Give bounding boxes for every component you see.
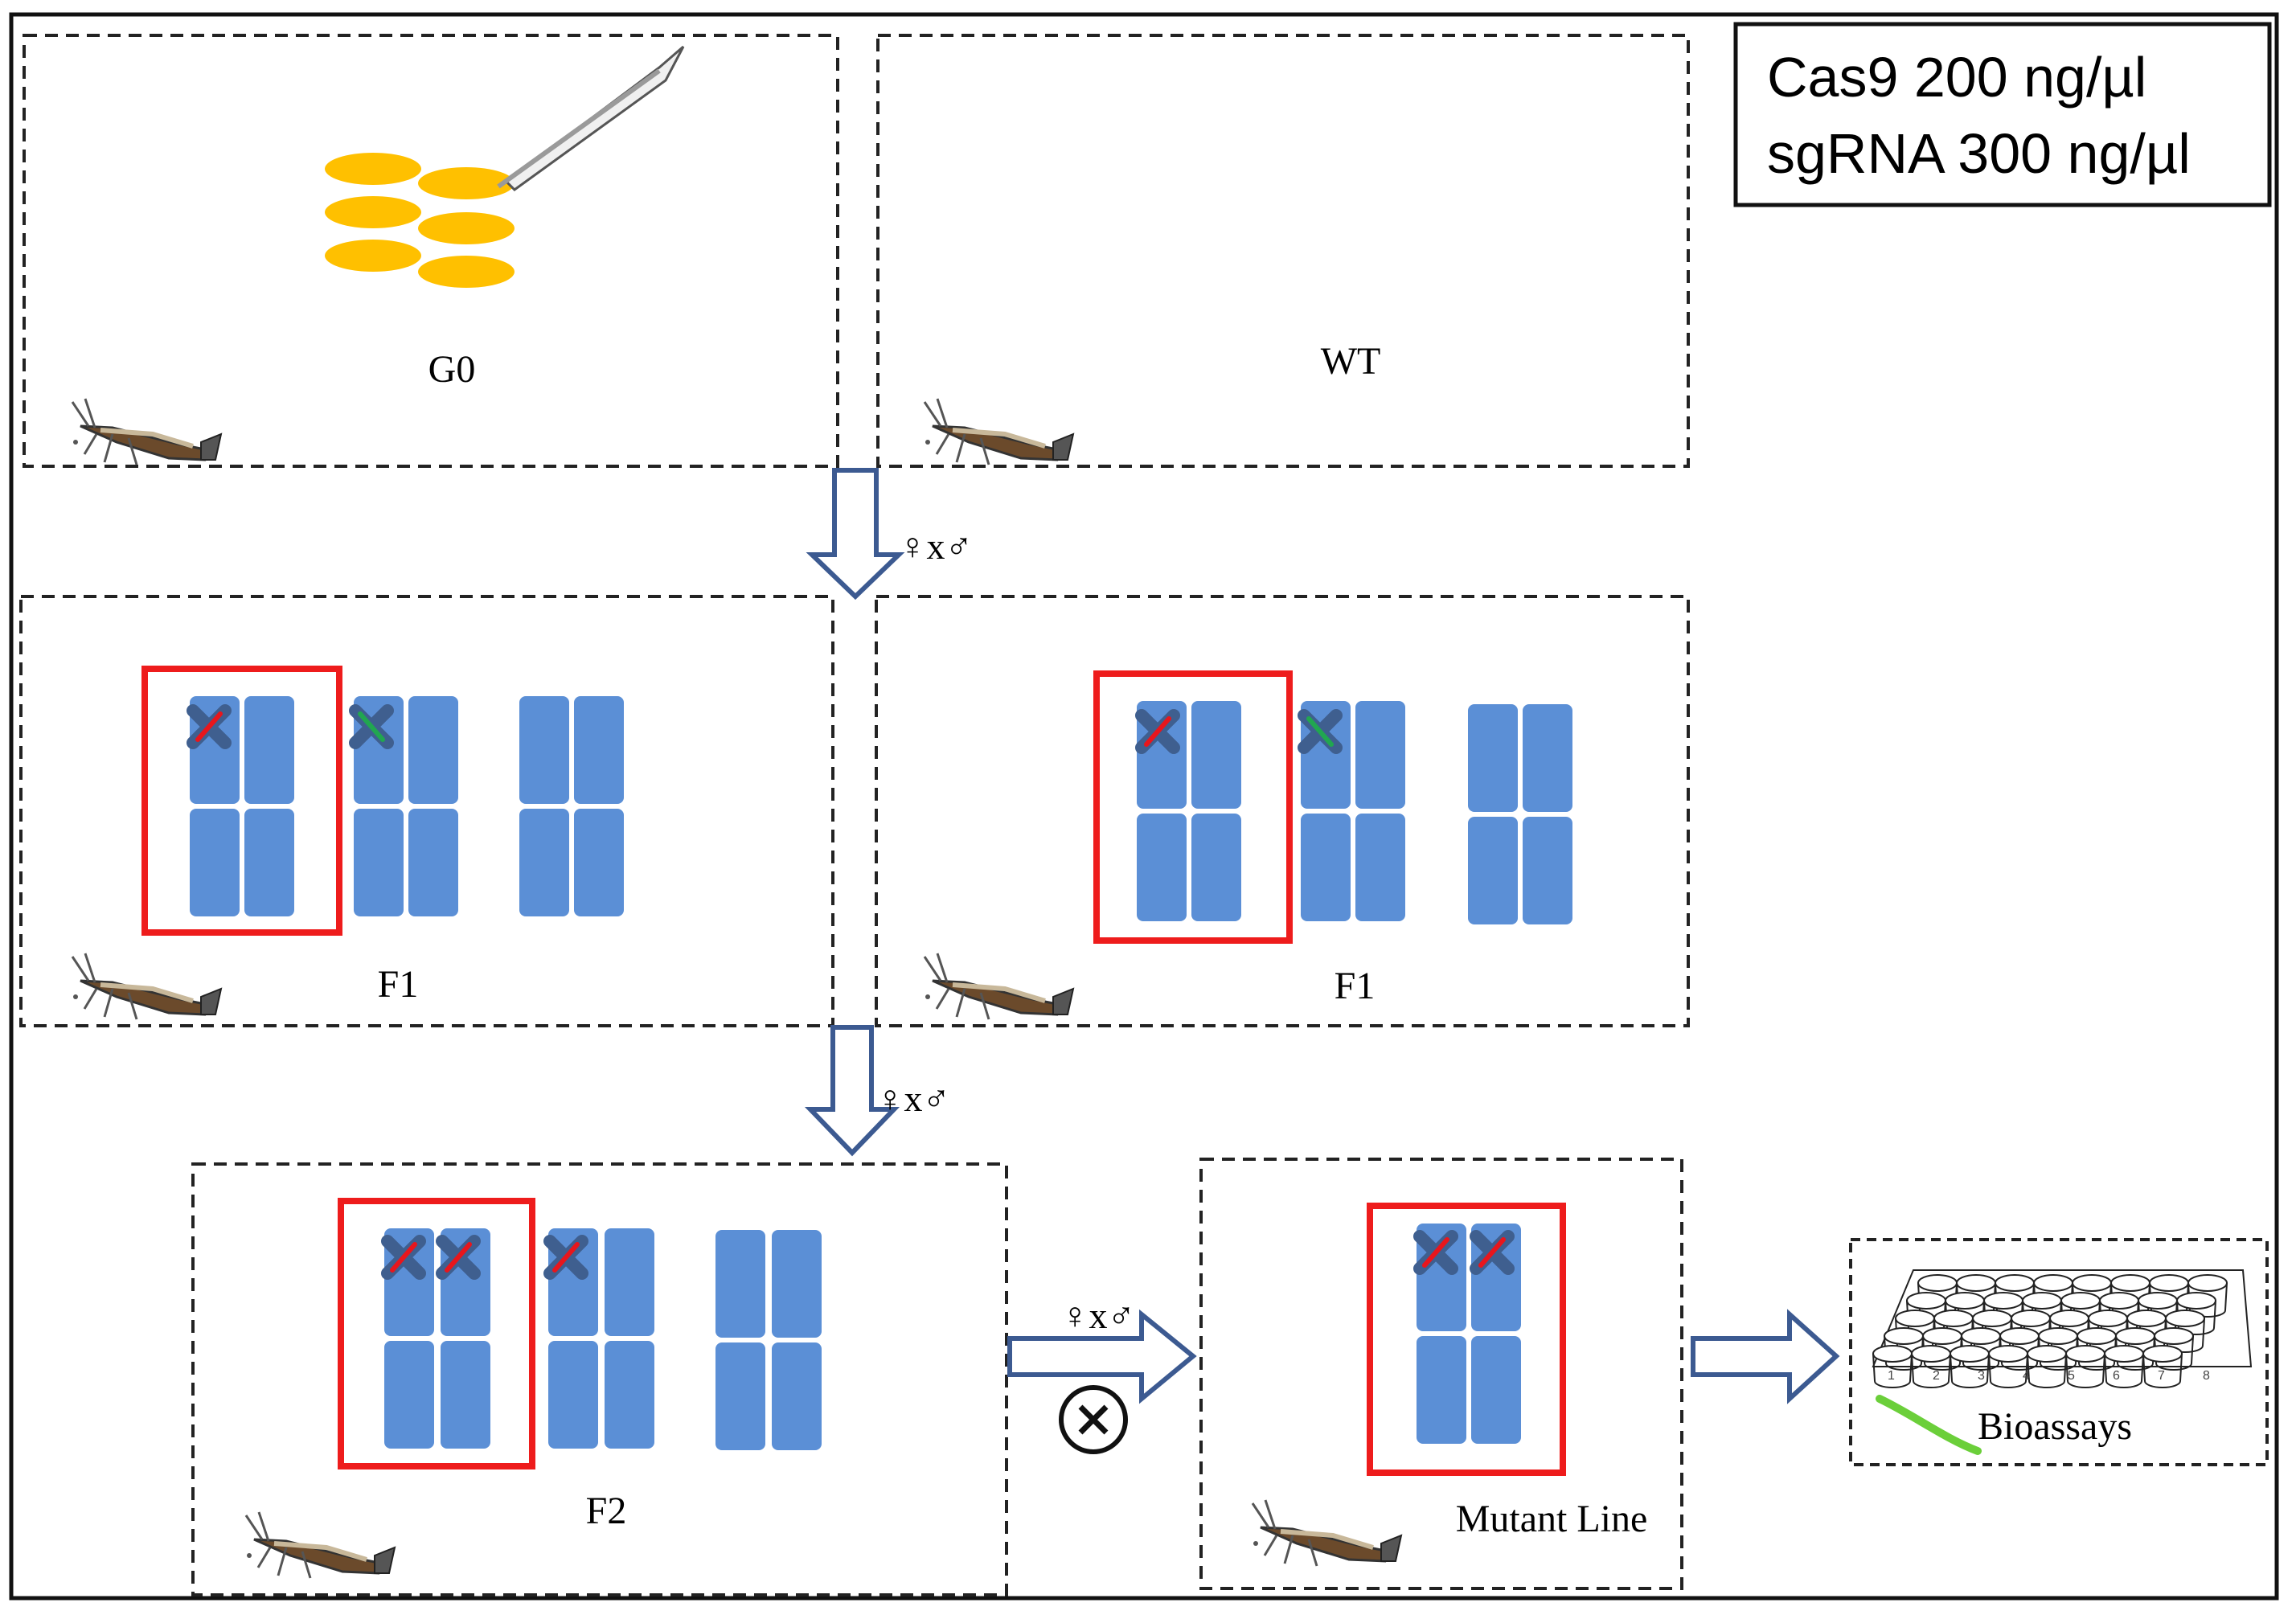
egg-cluster [325, 153, 515, 288]
cross-label-2: ♀x♂ [876, 1078, 950, 1119]
cross-label-1: ♀x♂ [899, 526, 973, 567]
chromosome-pair-heterozygous [1301, 701, 1405, 921]
chromosome-pair-wildtype [1468, 704, 1572, 924]
panel-wt: WT [876, 34, 1690, 468]
panel-f1-right: F1 [875, 595, 1690, 1027]
larva-icon [1876, 1395, 1982, 1455]
cross-arrow-3: ♀x♂ [1007, 1295, 1197, 1454]
panel-label-bioassays: Bioassays [1978, 1405, 2132, 1448]
grasshopper-icon [246, 1512, 395, 1578]
panel-label-g0: G0 [428, 348, 476, 391]
reagent-concentration-box: Cas9 200 ng/µl sgRNA 300 ng/µl [1733, 22, 2272, 207]
chromosome-pair-wildtype [519, 696, 624, 916]
cross-arrow-1: ♀x♂ [806, 468, 973, 601]
chromosome-pair-homozygous-mutant [384, 1228, 490, 1449]
cross-label-3: ♀x♂ [1061, 1295, 1135, 1336]
bioassay-arrow [1691, 1309, 1840, 1404]
panel-label-f1-right: F1 [1335, 965, 1376, 1007]
selected-genotype-box [1093, 670, 1293, 944]
cas9-concentration: Cas9 200 ng/µl [1767, 46, 2146, 109]
chromosome-pair-wildtype [715, 1230, 822, 1450]
selected-genotype-box [1367, 1203, 1566, 1476]
panel-f1-left: F1 [19, 595, 834, 1027]
selected-genotype-box [338, 1198, 535, 1469]
well-plate: 1 2 3 4 5 6 7 8 [1872, 1269, 2253, 1388]
well-number: 2 [1933, 1369, 1940, 1383]
chromosome-pair-mutant [1137, 701, 1241, 921]
needle-icon [497, 45, 685, 191]
grasshopper-icon [1253, 1500, 1401, 1566]
panel-label-f2: F2 [586, 1490, 627, 1532]
panel-label-f1-left: F1 [378, 963, 419, 1006]
panel-label-wt: WT [1321, 340, 1381, 383]
grasshopper-icon [925, 953, 1073, 1019]
panel-f2: F2 [191, 1162, 1008, 1597]
well-number: 5 [2068, 1369, 2075, 1383]
panel-label-mutant-line: Mutant Line [1456, 1498, 1648, 1540]
selected-genotype-box [141, 666, 342, 936]
chromosome-pair-heterozygous [548, 1228, 654, 1449]
grasshopper-icon [925, 399, 1073, 465]
grasshopper-icon [72, 953, 221, 1019]
well-number: 3 [1978, 1369, 1985, 1383]
outer-frame [9, 12, 2279, 1601]
chromosome-pair-homozygous-mutant [1417, 1224, 1521, 1444]
well-number: 6 [2113, 1369, 2120, 1383]
sgrna-concentration: sgRNA 300 ng/µl [1767, 122, 2191, 185]
well-number: 8 [2203, 1369, 2210, 1383]
panel-bioassays: 1 2 3 4 5 6 7 8 Bioassays [1849, 1238, 2269, 1466]
chromosome-pair-heterozygous [354, 696, 458, 916]
panel-g0: G0 [23, 34, 839, 468]
panel-mutant-line: Mutant Line [1199, 1158, 1683, 1590]
grasshopper-icon [72, 399, 221, 465]
well-number: 1 [1888, 1369, 1895, 1383]
well-number: 4 [2023, 1369, 2030, 1383]
well-number: 7 [2158, 1369, 2165, 1383]
chromosome-pair-mutant [190, 696, 294, 916]
circled-x-icon [1059, 1385, 1128, 1454]
cross-arrow-2: ♀x♂ [804, 1025, 950, 1157]
